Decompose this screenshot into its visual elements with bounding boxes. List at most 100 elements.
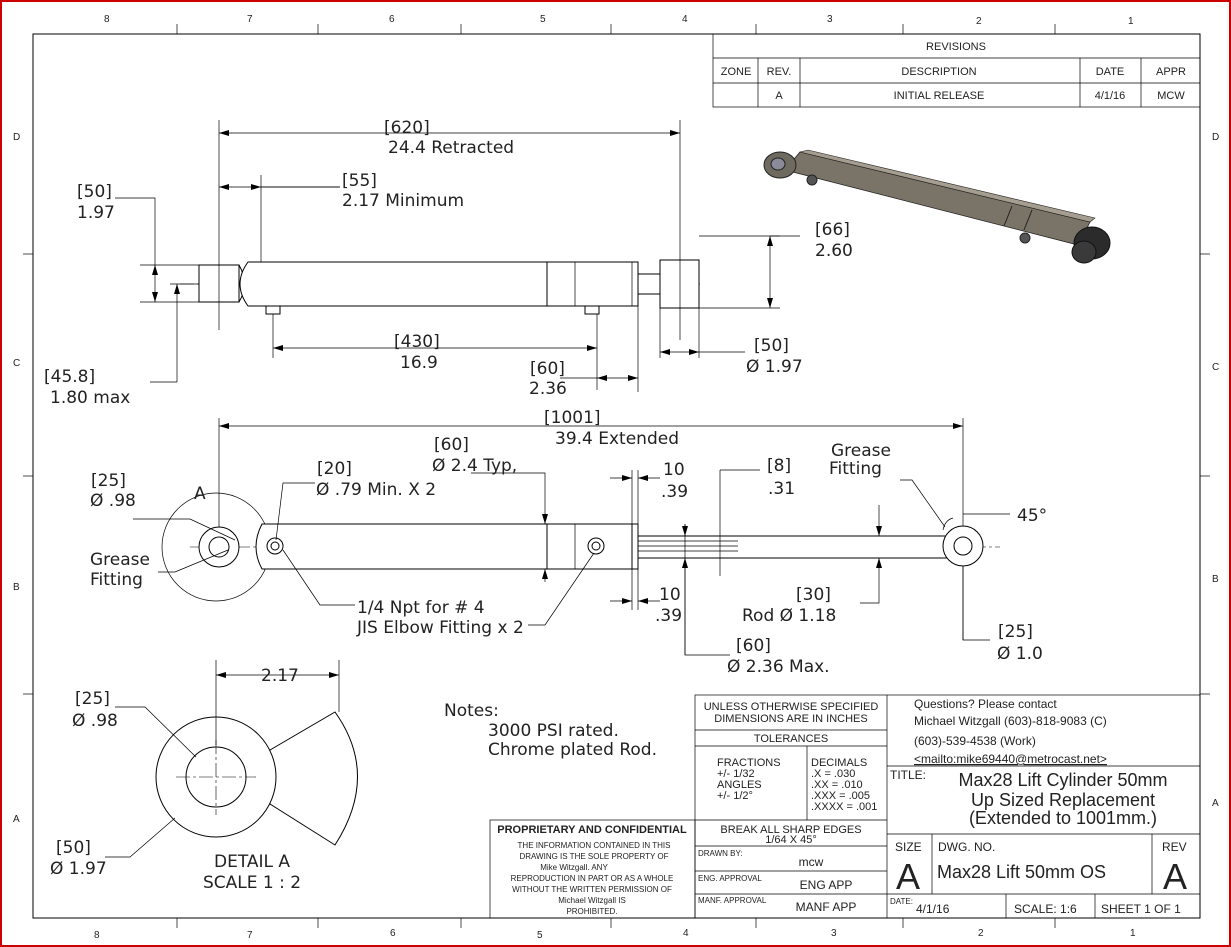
side-view: [1001] 39.4 Extended [60] Ø 2.4 Typ, [25… xyxy=(90,408,1047,677)
zone-col-8: 8 xyxy=(104,14,110,25)
tb-prop-3: Mike Witzgall. ANY xyxy=(540,863,608,872)
zone-col-2-bottom: 2 xyxy=(978,928,984,939)
tb-prop-4: REPRODUCTION IN PART OR AS A WHOLE xyxy=(511,874,674,883)
tb-ang-val: +/- 1/2° xyxy=(717,790,753,802)
detail-od-mm: [50] xyxy=(56,838,91,858)
tb-prop-1: THE INFORMATION CONTAINED IN THIS xyxy=(518,841,671,850)
dim-pin-in: Ø .98 xyxy=(90,491,136,511)
notes: Notes: 3000 PSI rated. Chrome plated Rod… xyxy=(444,701,657,760)
tb-date: 4/1/16 xyxy=(916,902,950,916)
zone-col-2: 2 xyxy=(976,16,982,27)
tb-sheet: SHEET 1 OF 1 xyxy=(1101,902,1181,916)
detail-label: DETAIL A xyxy=(214,852,290,872)
dim-rod-pin-in: Ø 1.0 xyxy=(997,644,1043,664)
zone-row-c-left: C xyxy=(13,358,20,369)
rev-header-appr: APPR xyxy=(1156,66,1186,78)
tb-fractions: FRACTIONS xyxy=(717,757,781,769)
rev-row-appr: MCW xyxy=(1157,90,1185,102)
dim-boss-mm: [60] xyxy=(530,359,565,379)
zone-row-c-right: C xyxy=(1212,362,1219,373)
rev-header-date: DATE xyxy=(1096,66,1125,78)
dim-rod-in: Rod Ø 1.18 xyxy=(742,606,836,626)
rev-row-description: INITIAL RELEASE xyxy=(894,90,985,102)
dim-gland1-in: .39 xyxy=(661,482,688,502)
tb-size: A xyxy=(896,856,920,897)
title-block: UNLESS OTHERWISE SPECIFIED DIMENSIONS AR… xyxy=(489,694,1201,919)
detail-scale: SCALE 1 : 2 xyxy=(203,873,301,893)
zone-col-8-bottom: 8 xyxy=(94,930,100,941)
dim-left-end-mm: [50] xyxy=(77,182,112,202)
revisions-title: REVISIONS xyxy=(926,41,986,53)
tb-contact-1: Questions? Please contact xyxy=(914,697,1057,711)
revisions-table: REVISIONS ZONE REV. DESCRIPTION DATE APP… xyxy=(712,33,1201,108)
zone-col-5: 5 xyxy=(540,14,546,25)
tb-eng-label: ENG. APPROVAL xyxy=(698,874,762,883)
dim-ports-mm: [430] xyxy=(394,332,440,352)
tb-drawn-by-label: DRAWN BY: xyxy=(698,849,743,858)
dim-port-mm: [20] xyxy=(317,459,352,479)
detail-od-in: Ø 1.97 xyxy=(50,859,107,879)
tb-tolerances: TOLERANCES xyxy=(754,733,828,745)
top-view: [620] 24.4 Retracted [55] 2.17 Minimum [… xyxy=(44,118,853,408)
zone-col-6-bottom: 6 xyxy=(390,928,396,939)
zone-row-d-right: D xyxy=(1212,132,1219,143)
notes-heading: Notes: xyxy=(444,701,499,721)
tb-unless-2: DIMENSIONS ARE IN INCHES xyxy=(714,713,867,725)
zone-col-7: 7 xyxy=(247,14,253,25)
tb-size-label: SIZE xyxy=(895,840,922,854)
zone-row-a-right: A xyxy=(1212,798,1219,809)
zone-col-3: 3 xyxy=(827,14,833,25)
dim-gap-mm: [8] xyxy=(767,456,791,476)
detail-pin-in: Ø .98 xyxy=(72,711,118,731)
tb-manf: MANF APP xyxy=(796,900,857,914)
dim-rod-mm: [30] xyxy=(796,585,831,605)
detail-a: 2.17 [25] Ø .98 [50] Ø 1.97 DETAIL A SCA… xyxy=(50,660,358,893)
dim-extended-mm: [1001] xyxy=(544,408,601,428)
dim-boss-in: 2.36 xyxy=(529,379,567,399)
dim-angle: 45° xyxy=(1017,506,1047,526)
zone-col-1: 1 xyxy=(1128,16,1134,27)
npt-line2: JIS Elbow Fitting x 2 xyxy=(356,618,524,638)
zone-col-4-bottom: 4 xyxy=(683,928,689,939)
dim-max-in: Ø 2.36 Max. xyxy=(727,657,830,677)
rev-header-zone: ZONE xyxy=(721,66,752,78)
dim-extended-in: 39.4 Extended xyxy=(555,429,679,449)
tb-break-2: 1/64 X 45° xyxy=(765,834,817,846)
grease-left-line1: Grease xyxy=(90,550,150,570)
tb-rev-label: REV xyxy=(1162,840,1187,854)
dim-rod-pin-mm: [25] xyxy=(998,622,1033,642)
zone-rows: D C B A D C B A xyxy=(13,132,1219,825)
rev-row-date: 4/1/16 xyxy=(1095,90,1126,102)
tb-dwg-label: DWG. NO. xyxy=(938,840,995,854)
tb-dec-1: .X = .030 xyxy=(811,768,855,780)
zone-columns-top: 8 7 6 5 4 3 2 1 xyxy=(104,14,1134,27)
zone-columns-bottom: 8 7 6 5 4 3 2 1 xyxy=(94,928,1136,941)
zone-col-4: 4 xyxy=(682,14,688,25)
tb-title-2: Up Sized Replacement xyxy=(971,790,1155,810)
dim-pin-mm: [25] xyxy=(91,471,126,491)
detail-pin-mm: [25] xyxy=(75,689,110,709)
dim-gland2-in: .39 xyxy=(655,606,682,626)
dim-gland1-mm: 10 xyxy=(663,460,685,480)
zone-col-7-bottom: 7 xyxy=(247,930,253,941)
zone-row-b-right: B xyxy=(1212,574,1219,585)
tb-dec-3: .XXX = .005 xyxy=(811,790,870,802)
tb-title-label: TITLE: xyxy=(890,768,926,782)
tb-prop-5: WITHOUT THE WRITTEN PERMISSION OF xyxy=(512,885,672,894)
rev-row-rev: A xyxy=(775,90,783,102)
grease-right-line1: Grease xyxy=(831,441,891,461)
dim-gland2-mm: 10 xyxy=(659,585,681,605)
dim-typ-in: Ø 2.4 Typ, xyxy=(432,456,517,476)
tb-drawn-by: mcw xyxy=(799,855,824,869)
tb-rev: A xyxy=(1163,856,1187,897)
dim-ports-in: 16.9 xyxy=(400,353,438,373)
isometric-view xyxy=(763,149,1111,264)
dim-offset-in: 1.80 max xyxy=(50,388,130,408)
tb-contact-3: (603)-539-4538 (Work) xyxy=(914,734,1036,748)
dim-port-in: Ø .79 Min. X 2 xyxy=(316,480,436,500)
zone-row-b-left: B xyxy=(13,582,20,593)
zone-col-1-bottom: 1 xyxy=(1130,928,1136,939)
tb-dwg: Max28 Lift 50mm OS xyxy=(937,862,1106,882)
tb-prop-2: DRAWING IS THE SOLE PROPERTY OF xyxy=(519,852,668,861)
